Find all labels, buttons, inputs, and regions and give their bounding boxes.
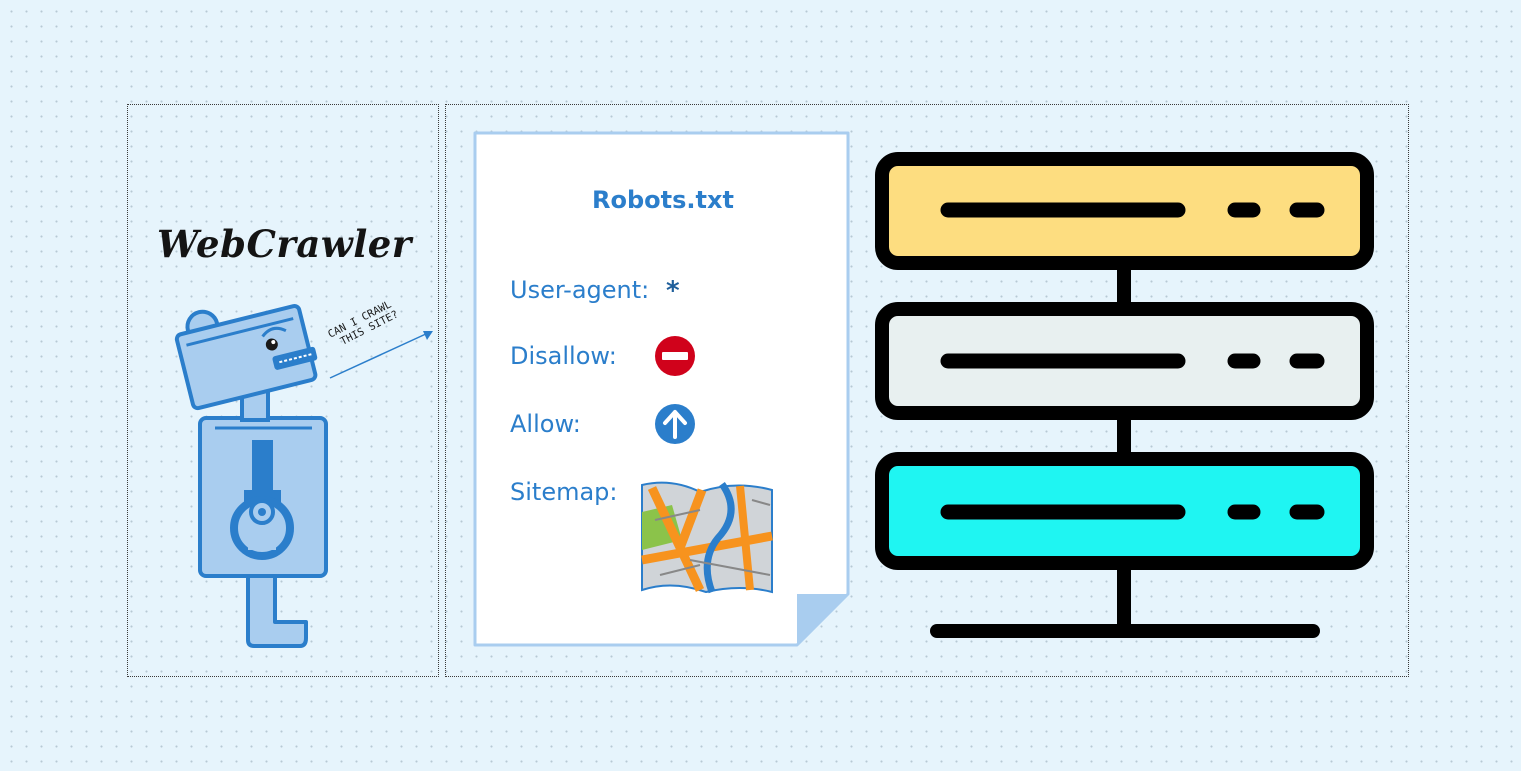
disallow-icon — [655, 336, 695, 376]
allow-arrow-icon — [655, 404, 695, 444]
crawler-panel — [127, 104, 439, 677]
server-stack-icon — [875, 152, 1374, 638]
speech-arrow-icon — [329, 331, 433, 379]
user-agent-value: * — [666, 276, 680, 306]
robot-icon — [174, 304, 328, 648]
user-agent-label: User-agent: — [510, 276, 650, 304]
map-icon — [641, 481, 773, 594]
robots-file-title: Robots.txt — [592, 186, 734, 214]
allow-label: Allow: — [510, 410, 581, 438]
webcrawler-title: WebCrawler — [157, 222, 412, 266]
website-panel — [445, 104, 1409, 677]
disallow-label: Disallow: — [510, 342, 617, 370]
sitemap-label: Sitemap: — [510, 478, 618, 506]
